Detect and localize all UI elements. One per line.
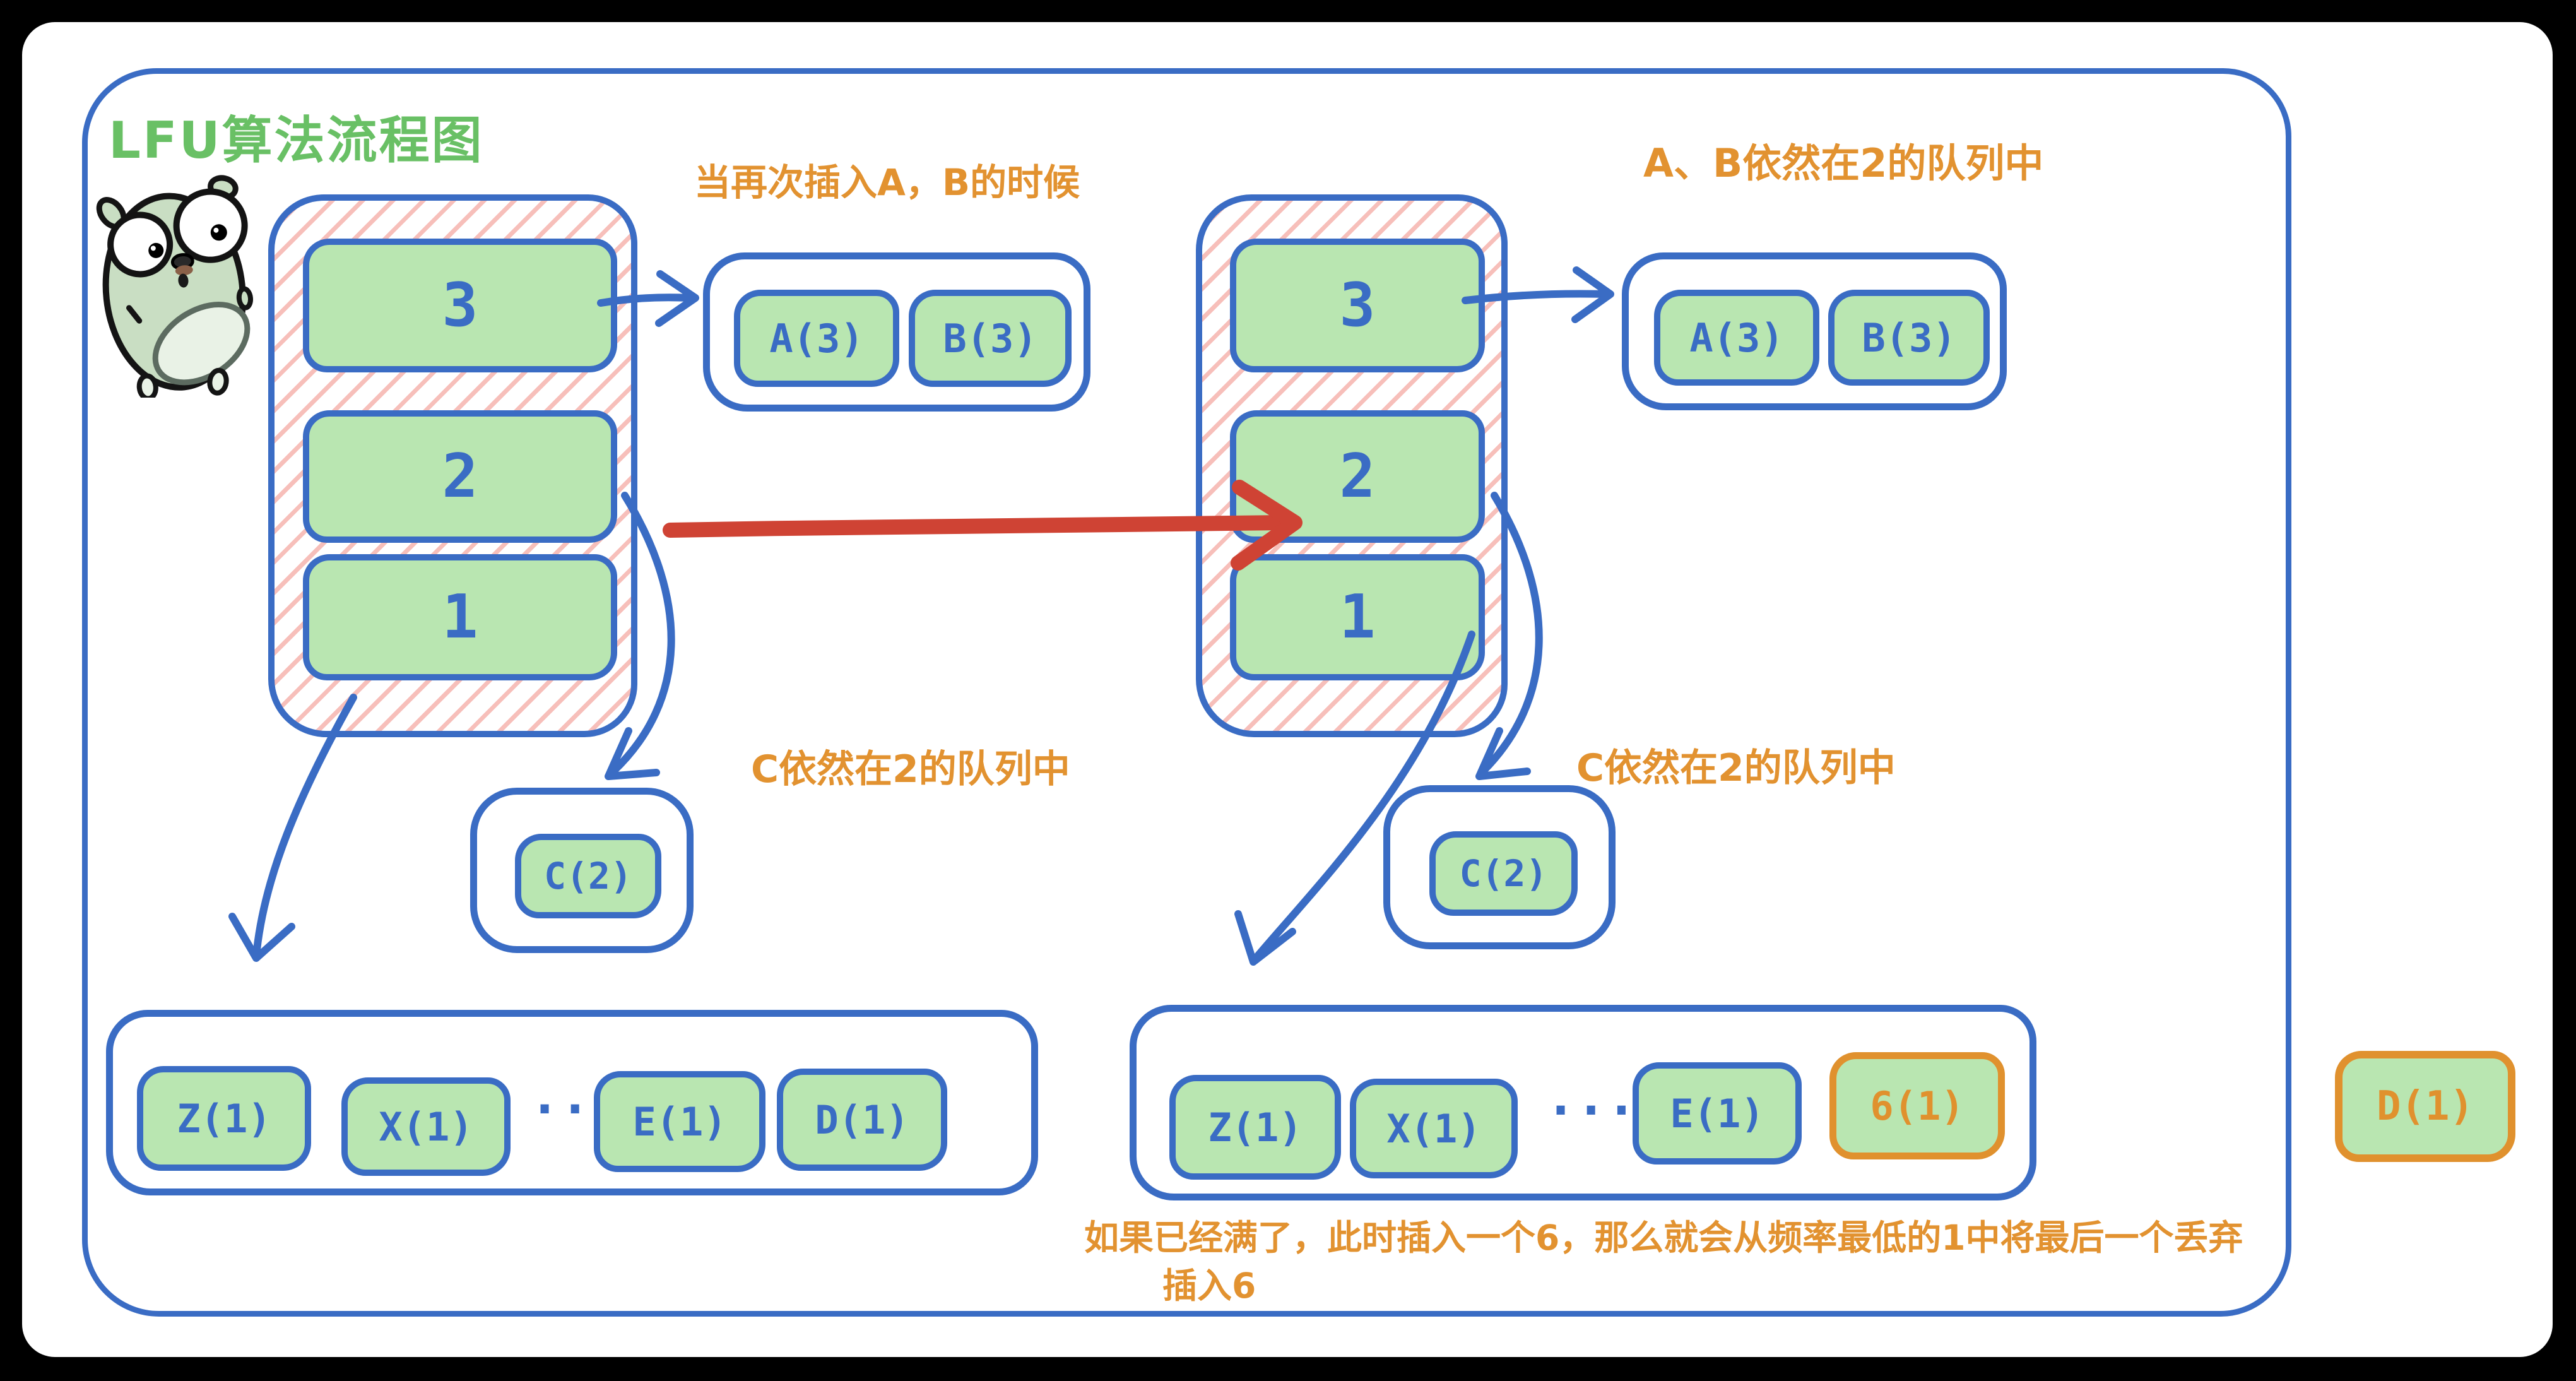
item-label-z1-right: Z(1) xyxy=(1208,1104,1303,1151)
gopher-eye-right xyxy=(173,188,248,263)
right-freq-label-3: 3 xyxy=(1339,271,1376,340)
left-queue3-item-b: B(3) xyxy=(909,290,1072,387)
left-freq-stack: 3 2 1 xyxy=(268,194,637,737)
left-queue1-item-d: D(1) xyxy=(777,1069,947,1171)
right-queue1-item-6-inserted: 6(1) xyxy=(1829,1052,2005,1159)
item-label-a3-right: A(3) xyxy=(1689,314,1784,361)
gopher-tooth xyxy=(178,273,189,288)
c-annotation-right: C依然在2的队列中 xyxy=(1576,746,1896,790)
main-outline-frame xyxy=(82,68,2291,1317)
ab-annotation-right: A、B依然在2的队列中 xyxy=(1643,140,2044,186)
left-freq-box-1: 1 xyxy=(303,554,617,680)
eviction-note-line1: 如果已经满了，此时插入一个6，那么就会从频率最低的1中将最后一个丢弃 xyxy=(1084,1218,2243,1258)
gopher-foot-left xyxy=(136,373,158,398)
right-freq-box-3: 3 xyxy=(1230,239,1485,372)
evicted-item-label: D(1) xyxy=(2376,1083,2474,1130)
c-annotation-left: C依然在2的队列中 xyxy=(751,747,1070,791)
right-queue2-item-c: C(2) xyxy=(1429,831,1578,916)
left-queue1-item-e: E(1) xyxy=(594,1071,765,1172)
gopher-pupil-glint-left xyxy=(150,246,156,251)
left-freq-box-3: 3 xyxy=(303,239,617,372)
left-queue2-container: C(2) xyxy=(470,788,694,953)
item-label-e1-left: E(1) xyxy=(632,1098,727,1145)
right-queue1-container: Z(1) X(1) ··· E(1) 6(1) xyxy=(1130,1005,2036,1200)
item-label-x1-right: X(1) xyxy=(1386,1105,1481,1152)
left-queue1-container: Z(1) X(1) ··· E(1) D(1) xyxy=(106,1010,1038,1195)
item-label-x1-left: X(1) xyxy=(379,1103,473,1150)
right-queue1-item-x: X(1) xyxy=(1350,1079,1518,1178)
right-freq-box-1: 1 xyxy=(1230,554,1485,680)
right-queue3-container: A(3) B(3) xyxy=(1622,252,2007,410)
left-freq-label-2: 2 xyxy=(442,442,478,511)
right-freq-stack: 3 2 1 xyxy=(1196,194,1508,737)
gopher-eye-left xyxy=(107,211,174,278)
left-queue3-item-a: A(3) xyxy=(734,290,899,387)
gopher-pupil-glint-right xyxy=(213,227,219,233)
item-label-d1-left: D(1) xyxy=(815,1096,909,1143)
item-label-61-right: 6(1) xyxy=(1870,1082,1964,1129)
gopher-mascot-icon xyxy=(96,175,254,398)
left-freq-label-3: 3 xyxy=(442,271,478,340)
left-queue2-item-c: C(2) xyxy=(515,834,661,918)
item-label-b3-right: B(3) xyxy=(1862,314,1956,361)
left-queue1-item-x: X(1) xyxy=(341,1077,511,1176)
evicted-item-d1: D(1) xyxy=(2335,1051,2515,1162)
gopher-chest-dash xyxy=(126,305,143,324)
right-freq-box-2: 2 xyxy=(1230,410,1485,543)
item-label-b3: B(3) xyxy=(943,315,1037,362)
gopher-foot-right xyxy=(207,367,229,396)
right-queue3-item-a: A(3) xyxy=(1654,290,1819,386)
right-freq-label-1: 1 xyxy=(1339,583,1376,652)
right-queue1-item-z: Z(1) xyxy=(1169,1075,1341,1180)
left-queue3-container: A(3) B(3) xyxy=(703,252,1090,412)
item-label-z1-left: Z(1) xyxy=(177,1095,271,1142)
left-freq-box-2: 2 xyxy=(303,410,617,543)
page-title: LFU算法流程图 xyxy=(109,111,484,170)
ellipsis-right: ··· xyxy=(1545,1081,1637,1140)
insert-annotation-left: 当再次插入A，B的时候 xyxy=(694,161,1080,204)
item-label-c2-right: C(2) xyxy=(1459,852,1548,895)
right-queue3-item-b: B(3) xyxy=(1828,290,1990,386)
left-freq-label-1: 1 xyxy=(442,583,478,652)
gopher-body-group xyxy=(96,175,254,398)
right-freq-label-2: 2 xyxy=(1339,442,1376,511)
gopher-muzzle xyxy=(175,265,193,276)
item-label-a3: A(3) xyxy=(769,315,864,362)
left-queue1-item-z: Z(1) xyxy=(137,1066,311,1171)
eviction-note-line2: 插入6 xyxy=(1162,1265,1256,1306)
item-label-e1-right: E(1) xyxy=(1670,1090,1764,1137)
right-queue2-container: C(2) xyxy=(1383,785,1616,949)
item-label-c2-left: C(2) xyxy=(544,855,632,898)
gopher-arm-right xyxy=(236,286,254,311)
right-queue1-item-e: E(1) xyxy=(1633,1062,1802,1165)
